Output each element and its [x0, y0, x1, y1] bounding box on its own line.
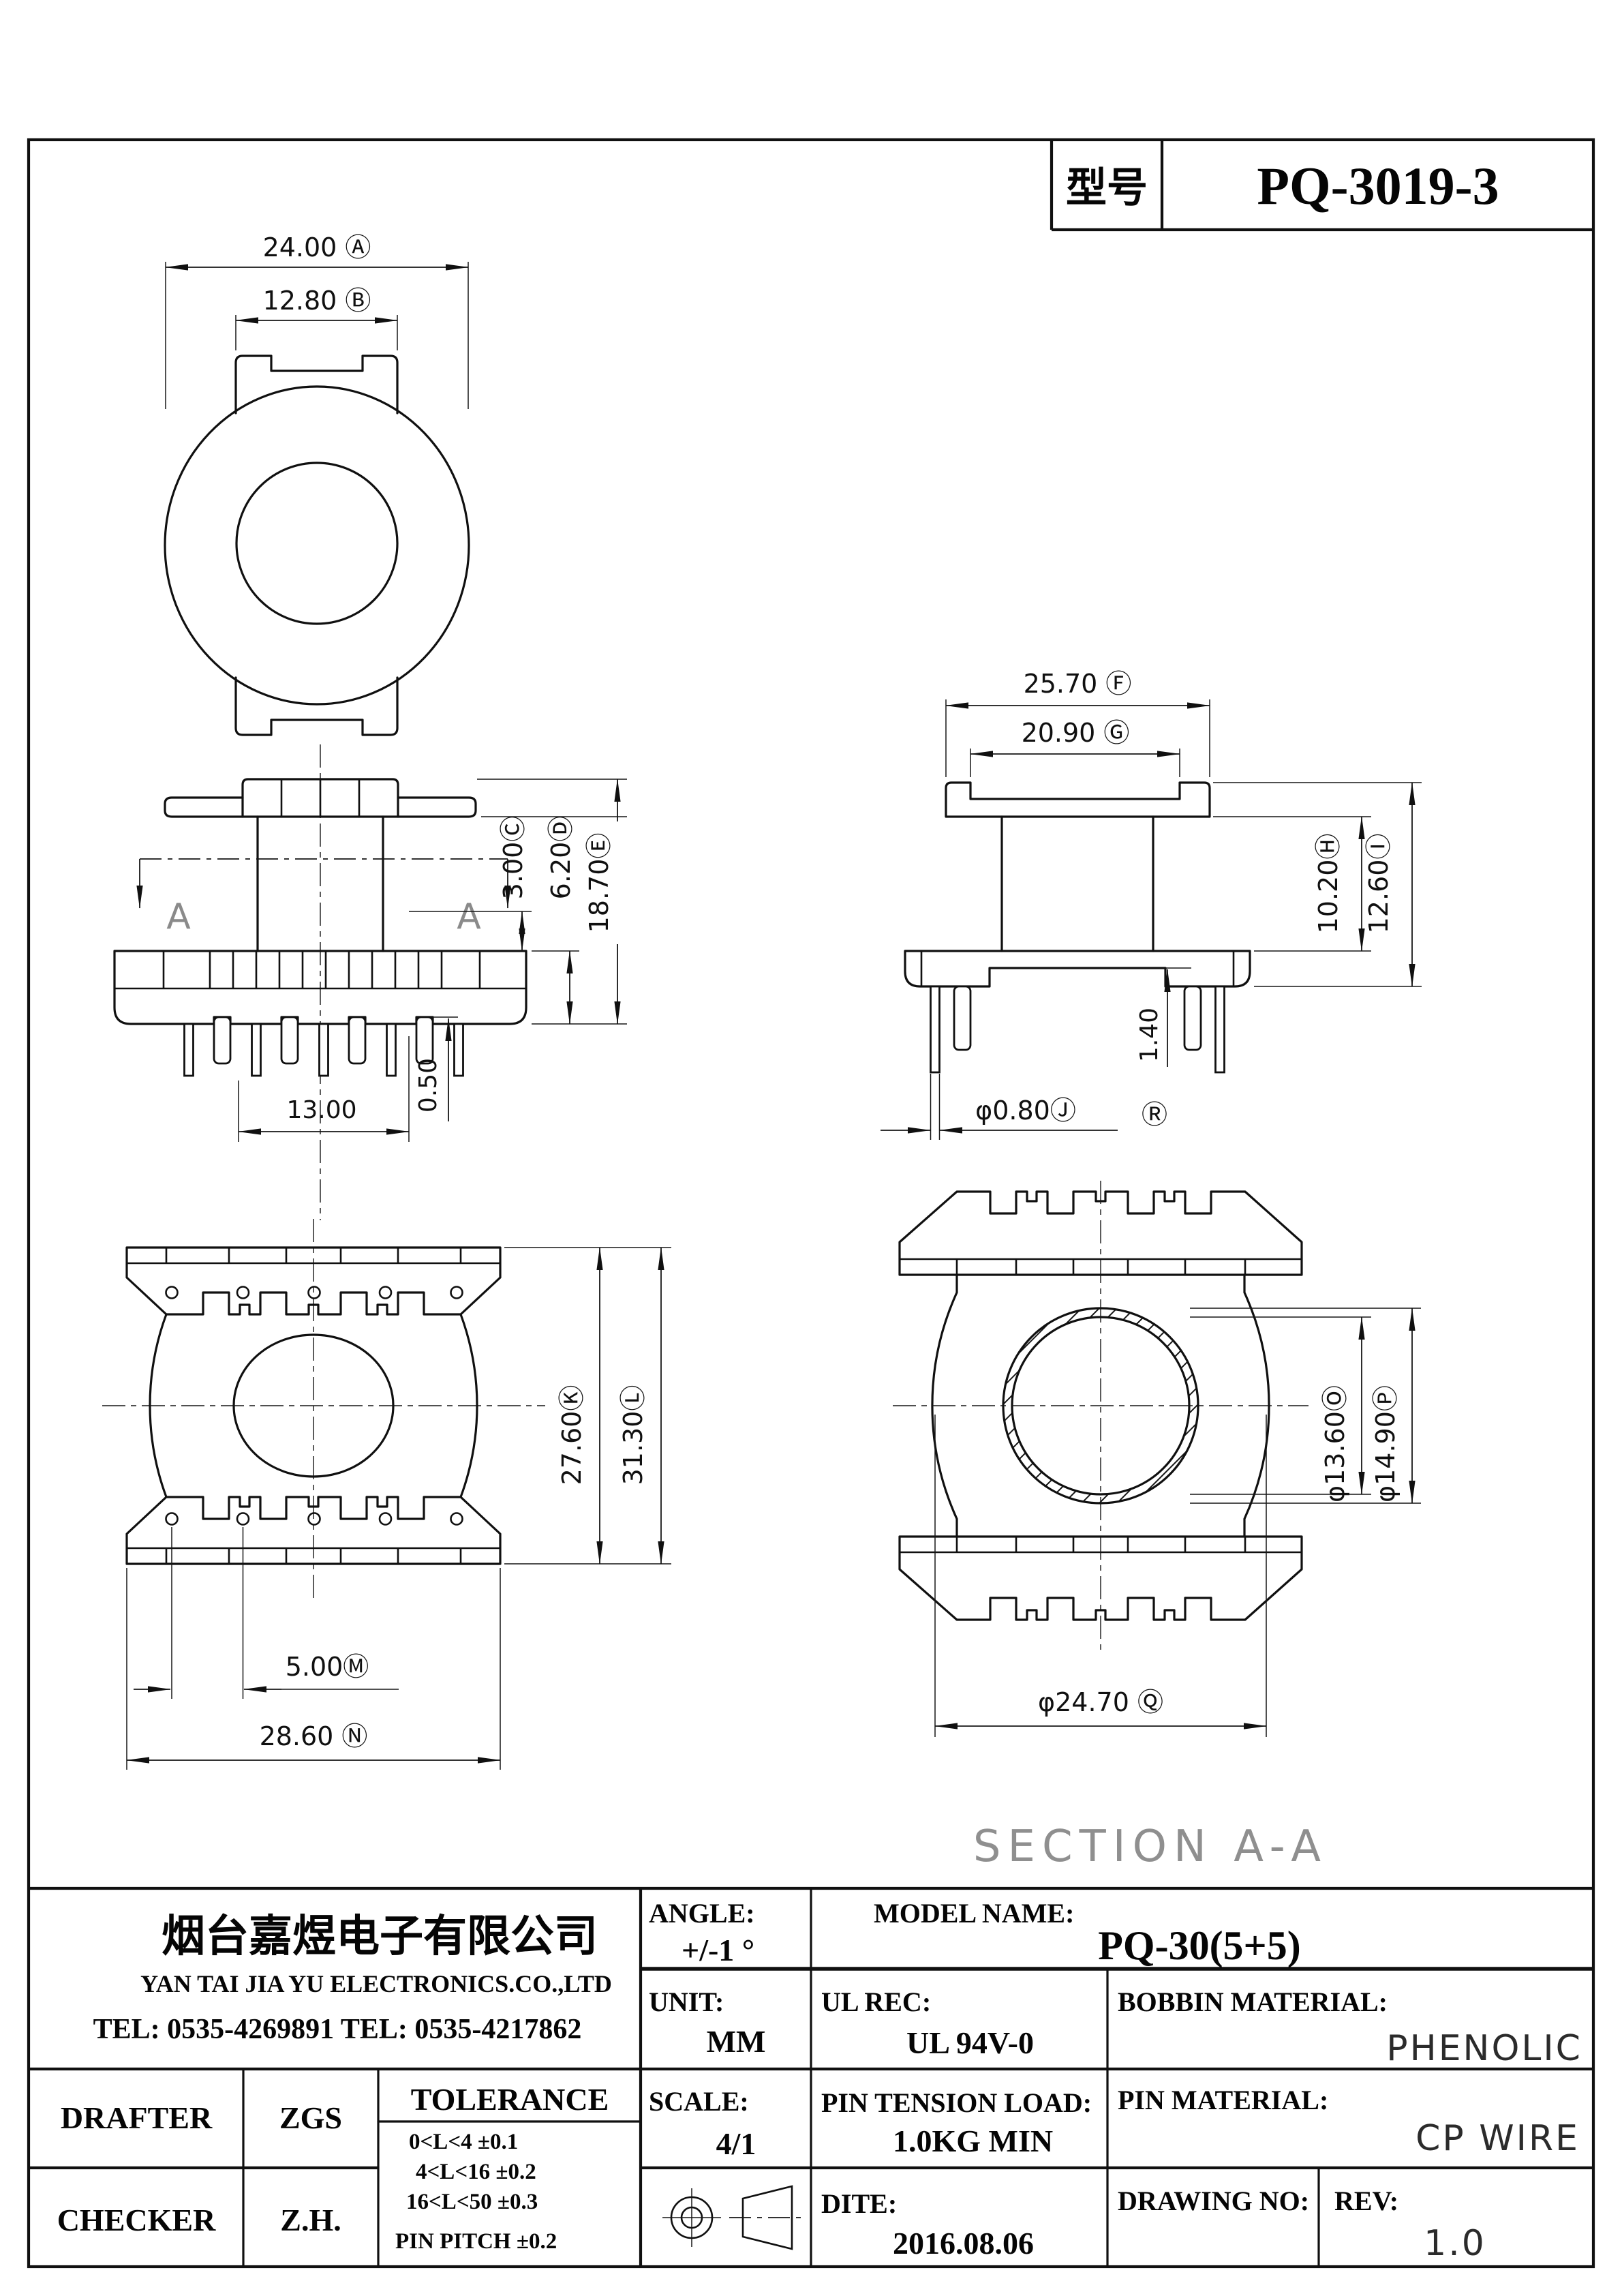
dim-l-label: 31.30Ⓛ	[618, 1385, 648, 1485]
model-name-label: MODEL NAME:	[874, 1898, 1074, 1929]
dim-o-label: φ13.60Ⓞ	[1320, 1385, 1350, 1502]
tolerance-row-3: 16<L<50 ±0.3	[406, 2190, 538, 2214]
dim-q-label: φ24.70 Ⓠ	[1038, 1687, 1163, 1717]
model-code-value: PQ-3019-3	[1257, 156, 1499, 215]
tolerance-row-1: 0<L<4 ±0.1	[409, 2130, 518, 2154]
dim-c-label: 3.00Ⓒ	[498, 816, 528, 900]
view-front: A A 3.00Ⓒ 6.20Ⓓ 18.70Ⓔ 13.00 0.50	[113, 744, 627, 1220]
section-caption: SECTION A-A	[973, 1822, 1328, 1872]
model-code-label: 型号	[1066, 166, 1148, 211]
view-side: 25.70 Ⓕ 20.90 Ⓖ 10.20Ⓗ 12.60Ⓘ 1.40 Ⓡ φ0.…	[881, 669, 1422, 1140]
pin-tension-value: 1.0KG MIN	[893, 2124, 1053, 2158]
checker-value: Z.H.	[280, 2203, 341, 2237]
pin-material-value: CP WIRE	[1416, 2118, 1580, 2159]
date-label: DITE:	[821, 2188, 897, 2219]
unit-label: UNIT:	[649, 1987, 724, 2017]
tolerance-block: TOLERANCE 0<L<4 ±0.1 4<L<16 ±0.2 16<L<50…	[395, 2082, 609, 2254]
tolerance-row-2: 4<L<16 ±0.2	[416, 2160, 536, 2184]
dim-b-label: 12.80 Ⓑ	[263, 286, 371, 316]
dim-140-label: 1.40	[1135, 1008, 1163, 1062]
bobbin-material-value: PHENOLIC	[1386, 2028, 1582, 2069]
projection-symbol-icon	[662, 2185, 801, 2250]
tolerance-title: TOLERANCE	[411, 2082, 609, 2117]
company-block: 烟台嘉煜电子有限公司 YAN TAI JIA YU ELECTRONICS.CO…	[93, 1912, 612, 2045]
dim-m-label: 5.00Ⓜ	[286, 1652, 369, 1682]
dim-h-label: 10.20Ⓗ	[1313, 834, 1343, 934]
dim-r-mark: Ⓡ	[1142, 1100, 1167, 1130]
view-top: 24.00 Ⓐ 12.80 Ⓑ	[164, 232, 470, 736]
drawing-no-label: DRAWING NO:	[1118, 2186, 1309, 2216]
ul-rec-label: UL REC:	[821, 1987, 931, 2017]
dim-i-label: 12.60Ⓘ	[1364, 834, 1394, 934]
pin-tension-label: PIN TENSION LOAD:	[821, 2087, 1092, 2118]
scale-value: 4/1	[716, 2126, 756, 2161]
info-table: 烟台嘉煜电子有限公司 YAN TAI JIA YU ELECTRONICS.CO…	[29, 1886, 1593, 2268]
view-section: φ13.60Ⓞ φ14.90Ⓟ φ24.70 Ⓠ SECTION A-A	[893, 1181, 1421, 1872]
unit-value: MM	[707, 2024, 766, 2059]
dim-050-label: 0.50	[414, 1058, 442, 1113]
title-block: 型号 PQ-3019-3	[1066, 156, 1499, 215]
company-name-en: YAN TAI JIA YU ELECTRONICS.CO.,LTD	[140, 1970, 612, 1997]
dim-k-label: 27.60Ⓚ	[557, 1385, 587, 1485]
dim-g-label: 20.90 Ⓖ	[1022, 718, 1130, 748]
dim-13-label: 13.00	[286, 1096, 356, 1124]
dim-j-label: φ0.80Ⓙ	[975, 1096, 1076, 1126]
dim-f-label: 25.70 Ⓕ	[1024, 669, 1132, 699]
ul-rec-value: UL 94V-0	[906, 2025, 1034, 2060]
company-name-cn: 烟台嘉煜电子有限公司	[162, 1912, 598, 1961]
angle-value: +/-1 °	[682, 1933, 754, 1967]
drafter-value: ZGS	[279, 2100, 342, 2135]
angle-label: ANGLE:	[649, 1898, 755, 1929]
model-name-value: PQ-30(5+5)	[1098, 1923, 1300, 1968]
rev-label: REV:	[1334, 2186, 1398, 2216]
pin-material-label: PIN MATERIAL:	[1118, 2085, 1328, 2115]
tolerance-row-4: PIN PITCH ±0.2	[395, 2229, 557, 2254]
dim-n-label: 28.60 Ⓝ	[260, 1721, 368, 1751]
dim-a-label: 24.00 Ⓐ	[263, 232, 371, 262]
company-tel: TEL: 0535-4269891 TEL: 0535-4217862	[93, 2014, 582, 2045]
section-mark-a-right: A	[457, 896, 481, 937]
view-bottom: 27.60Ⓚ 31.30Ⓛ 5.00Ⓜ 28.60 Ⓝ	[102, 1219, 671, 1770]
section-mark-a-left: A	[166, 896, 191, 937]
checker-label: CHECKER	[57, 2203, 216, 2237]
dim-e-label: 18.70Ⓔ	[584, 833, 614, 933]
date-value: 2016.08.06	[893, 2226, 1034, 2261]
bobbin-material-label: BOBBIN MATERIAL:	[1118, 1987, 1388, 2017]
rev-value: 1.0	[1424, 2223, 1486, 2264]
dim-p-label: φ14.90Ⓟ	[1371, 1385, 1401, 1502]
drafter-label: DRAFTER	[61, 2100, 213, 2135]
dim-d-label: 6.20Ⓓ	[546, 816, 576, 900]
scale-label: SCALE:	[649, 2086, 749, 2117]
